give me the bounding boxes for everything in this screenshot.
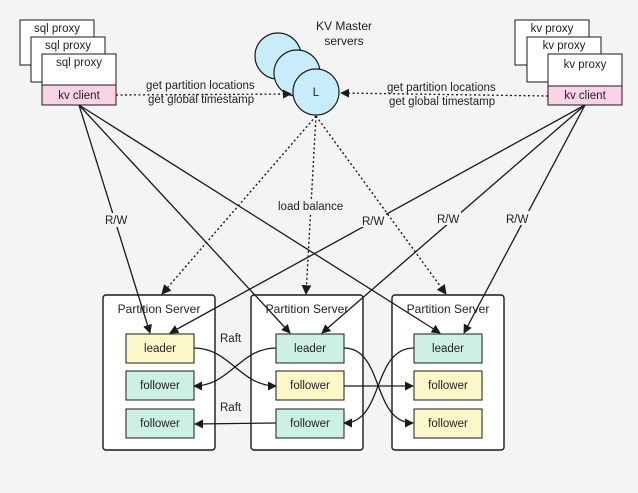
replica-s2-follower-a-label: follower (290, 380, 330, 392)
raft-s2-to-s3b (343, 347, 414, 428)
load-balance-to-s1 (161, 115, 317, 295)
load-balance-to-s3 (315, 115, 447, 295)
replica-s2-leader-label: leader (294, 343, 326, 355)
kv-client-label: kv client (58, 90, 100, 102)
partition-server-title-3: Partition Server (407, 302, 490, 316)
right-client-to-master-link (340, 88, 549, 98)
load-balance-label: load balance (278, 201, 343, 213)
kv-proxy-label: kv proxy (543, 40, 586, 52)
kv-proxy-label: kv proxy (564, 59, 607, 71)
replica-s2-follower-a (275, 370, 345, 401)
replica-s3-follower-a (413, 370, 483, 401)
replica-s3-follower-b-label: follower (428, 418, 468, 430)
rw-label-4: R/W (506, 214, 529, 226)
right-client-stack: kv proxy kv proxy kv proxy kv client (514, 19, 623, 106)
master-leader-label: L (313, 87, 320, 99)
raft-label-1: Raft (220, 333, 242, 345)
replica-s1-follower-a (125, 370, 195, 401)
left-client-stack: sql proxy sql proxy sql proxy kv client (19, 19, 117, 106)
left-client-to-master-link (115, 89, 292, 99)
master-title-line2: servers (324, 34, 363, 48)
master-leader-circle (292, 68, 340, 116)
rw-left-to-s2 (78, 104, 291, 334)
raft-label-2: Raft (220, 402, 242, 414)
rw-label-1: R/W (105, 215, 128, 227)
master-title-line1: KV Master (316, 19, 372, 33)
kv-client-label: kv client (564, 90, 606, 102)
partition-server-title-2: Partition Server (266, 302, 349, 316)
left-link-line2: get global timestamp (148, 94, 254, 106)
rw-label-bg (360, 213, 386, 227)
replica-s3-leader (413, 333, 483, 364)
load-balance-label-bg (275, 199, 347, 213)
replica-s3-leader-label: leader (432, 343, 464, 355)
replica-s1-follower-a-label: follower (140, 380, 180, 392)
sql-proxy-label: sql proxy (45, 40, 91, 52)
rw-left-to-s3 (78, 104, 441, 334)
replica-s1-follower-b (125, 408, 195, 439)
replica-s2-follower-b (275, 408, 345, 439)
replica-s1-leader-label: leader (144, 343, 176, 355)
sql-proxy-label: sql proxy (34, 23, 80, 35)
rw-label-2: R/W (362, 216, 385, 228)
right-link-line1: get partition locations (387, 82, 496, 94)
rw-label-bg (435, 211, 461, 225)
left-link-line1: get partition locations (146, 80, 255, 92)
load-balance-to-s2 (301, 115, 317, 295)
rw-label-bg (504, 211, 530, 225)
sql-proxy-label: sql proxy (56, 57, 102, 69)
replica-s1-follower-b-label: follower (140, 418, 180, 430)
kv-proxy-label: kv proxy (531, 23, 574, 35)
rw-label-3: R/W (437, 214, 460, 226)
raft-s2-to-s1 (193, 347, 277, 391)
right-link-line2: get global timestamp (389, 96, 495, 108)
replica-s2-follower-b-label: follower (290, 418, 330, 430)
replica-s3-follower-a-label: follower (428, 380, 468, 392)
replica-s3-follower-b (413, 408, 483, 439)
rw-label-bg (101, 213, 125, 227)
raft-s2fb-to-s1fb (194, 419, 277, 429)
partition-server-title-1: Partition Server (118, 302, 201, 316)
